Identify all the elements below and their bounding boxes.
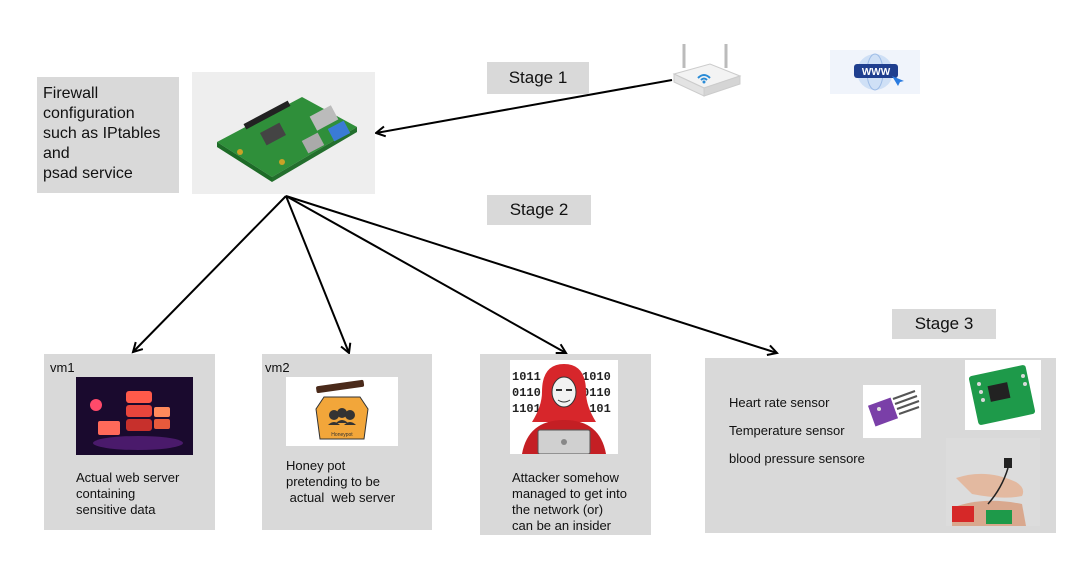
binary-right-2: 0110 [582,386,611,400]
arrow-router-to-pi [376,79,673,133]
firewall-line-4: and [43,145,70,162]
stage-3-label: Stage 3 [892,309,996,339]
firewall-config-box: Firewall configuration such as IPtables … [37,77,179,193]
stage-1-label: Stage 1 [487,62,589,94]
sensor-blood-pressure: blood pressure sensore [729,451,865,466]
honeypot-image: Honeypot [286,377,398,446]
raspberry-pi-image [192,72,375,194]
router-icon [670,42,742,100]
vm1-line-2: containing [76,486,136,501]
binary-left-1: 1011 [512,370,541,384]
binary-left-2: 0110 [512,386,541,400]
attacker-box: 1011 0110 1101 1010 0110 1101 Attacker s… [480,354,651,535]
vm1-description: Actual web server containing sensitive d… [76,470,179,518]
sensor-list: Heart rate sensor Temperature sensor blo… [729,389,865,473]
firewall-line-5: psad service [43,165,133,182]
vm1-line-3: sensitive data [76,502,156,517]
binary-right-1: 1010 [582,370,611,384]
attacker-line-1: Attacker somehow [512,470,619,485]
sensor-heart-rate: Heart rate sensor [729,395,830,410]
attacker-description: Attacker somehow managed to get into the… [512,470,627,534]
vm1-line-1: Actual web server [76,470,180,485]
attacker-line-4: can be an insider [512,518,612,533]
arrow-pi-to-attacker [285,195,566,353]
honeypot-label: Honeypot [331,432,353,438]
vm2-line-3: actual web server [286,490,396,505]
attacker-image: 1011 0110 1101 1010 0110 1101 [510,360,618,454]
www-globe-icon: WWW [830,50,920,94]
firewall-line-1: Firewall [43,85,99,102]
sensor-temperature: Temperature sensor [729,423,845,438]
blood-pressure-sensor-image [946,438,1040,526]
vm2-line-1: Honey pot [286,458,346,473]
vm2-title: vm2 [265,360,290,375]
vm1-title: vm1 [50,360,75,375]
arrow-pi-to-vm2 [285,195,349,353]
vm2-description: Honey pot pretending to be actual web se… [286,458,395,506]
temperature-sensor-image [863,385,921,438]
firewall-line-2: configuration [43,105,135,122]
sensors-box: Heart rate sensor Temperature sensor blo… [705,358,1056,533]
arrow-pi-to-vm1 [133,195,287,352]
attacker-line-2: managed to get into [512,486,627,501]
binary-left-3: 1101 [512,402,541,416]
stage-2-label: Stage 2 [487,195,591,225]
vm2-line-2: pretending to be [286,474,380,489]
firewall-config-text: Firewall configuration such as IPtables … [43,84,160,184]
web-server-image [76,377,193,455]
arrow-pi-to-sensors [285,195,777,353]
heart-rate-sensor-image [965,360,1041,430]
firewall-line-3: such as IPtables [43,125,161,142]
vm2-box: vm2 Honeypot Honey pot pretending to be … [262,354,432,530]
vm1-box: vm1 Actual web server containing sensiti… [44,354,215,530]
attacker-line-3: the network (or) [512,502,604,517]
www-text: WWW [862,67,891,78]
